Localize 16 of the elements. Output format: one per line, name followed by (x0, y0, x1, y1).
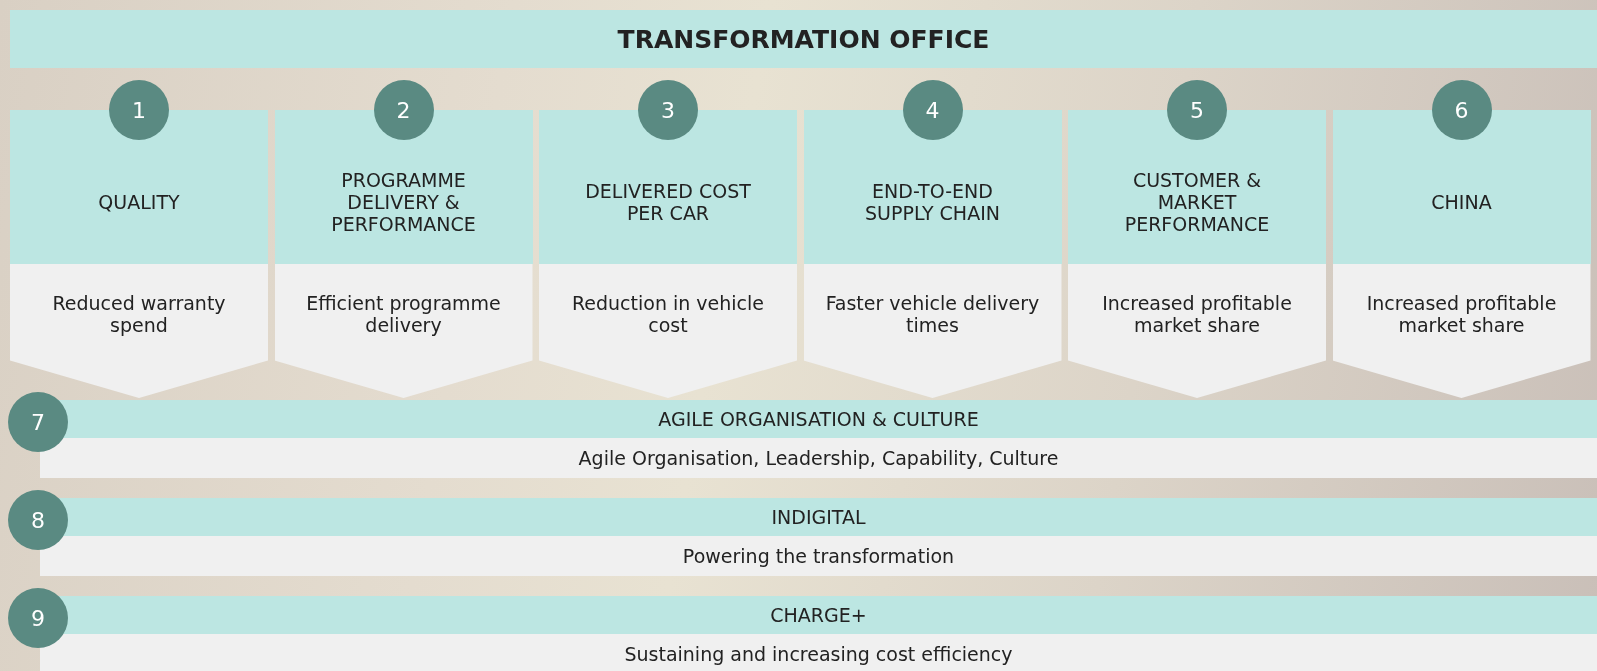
title-banner: TRANSFORMATION OFFICE (10, 10, 1597, 68)
pillar-description: Increased profitable market share (1068, 264, 1326, 398)
pillar-description: Efficient programme delivery (274, 264, 533, 398)
number-circle: 2 (373, 80, 434, 140)
number-circle: 5 (1167, 80, 1227, 140)
pillar-description: Increased profitable market share (1332, 264, 1591, 398)
pillar-description: Faster vehicle delivery times (803, 264, 1062, 398)
number-circle: 4 (902, 80, 963, 140)
number-circle: 1 (109, 80, 169, 140)
row-description: Agile Organisation, Leadership, Capability, Culture (40, 438, 1597, 478)
number-circle: 3 (638, 80, 698, 140)
pillar-description: Reduced warranty spend (10, 264, 268, 398)
number-circle: 6 (1431, 80, 1492, 140)
row-description: Sustaining and increasing cost efficiency (40, 634, 1597, 671)
pillar-description: Reduction in vehicle cost (539, 264, 797, 398)
row-description: Powering the transformation (40, 536, 1597, 576)
